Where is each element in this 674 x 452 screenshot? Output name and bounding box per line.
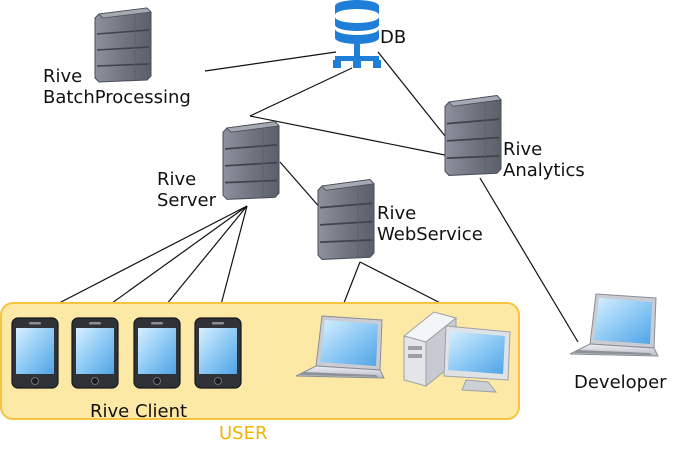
- user-group-box: [0, 302, 520, 420]
- webservice-label-line1: Rive: [377, 203, 416, 224]
- developer-label: Developer: [574, 372, 667, 393]
- connector-server-phone3: [156, 205, 248, 317]
- server-icon: [222, 120, 280, 201]
- server-label-line1: Rive: [157, 169, 196, 190]
- server-icon: [444, 94, 502, 177]
- batch-label-line2: BatchProcessing: [43, 87, 191, 108]
- connector-server-phone2: [93, 205, 248, 317]
- desktop-icon: [402, 311, 511, 393]
- client-label: Rive Client: [90, 401, 187, 422]
- connector-analytics-developer: [479, 177, 579, 343]
- connector-server-phone1: [33, 205, 248, 317]
- phone-icon: [11, 317, 59, 389]
- connector-server-phone4: [217, 205, 248, 317]
- connector-db-analytics: [377, 51, 446, 137]
- analytics-label-line2: Analytics: [503, 160, 585, 181]
- connector-batch-db: [204, 51, 337, 72]
- connector-server-db: [249, 67, 353, 117]
- server-icon: [317, 178, 375, 261]
- laptop-icon: [569, 293, 659, 357]
- phone-icon: [71, 317, 119, 389]
- server-icon: [94, 7, 152, 83]
- database-icon: [333, 0, 381, 68]
- db-label: DB: [380, 27, 406, 48]
- server-label-line2: Server: [157, 190, 217, 211]
- phone-icon: [133, 317, 181, 389]
- connector-server-webservice: [279, 161, 323, 211]
- connectors: [33, 51, 579, 343]
- connector-server-analytics: [249, 115, 446, 156]
- user-group-label: USER: [219, 423, 267, 444]
- phone-icon: [194, 317, 242, 389]
- webservice-label-line2: WebService: [377, 224, 483, 245]
- batch-label-line1: Rive: [43, 66, 82, 87]
- analytics-label-line1: Rive: [503, 139, 542, 160]
